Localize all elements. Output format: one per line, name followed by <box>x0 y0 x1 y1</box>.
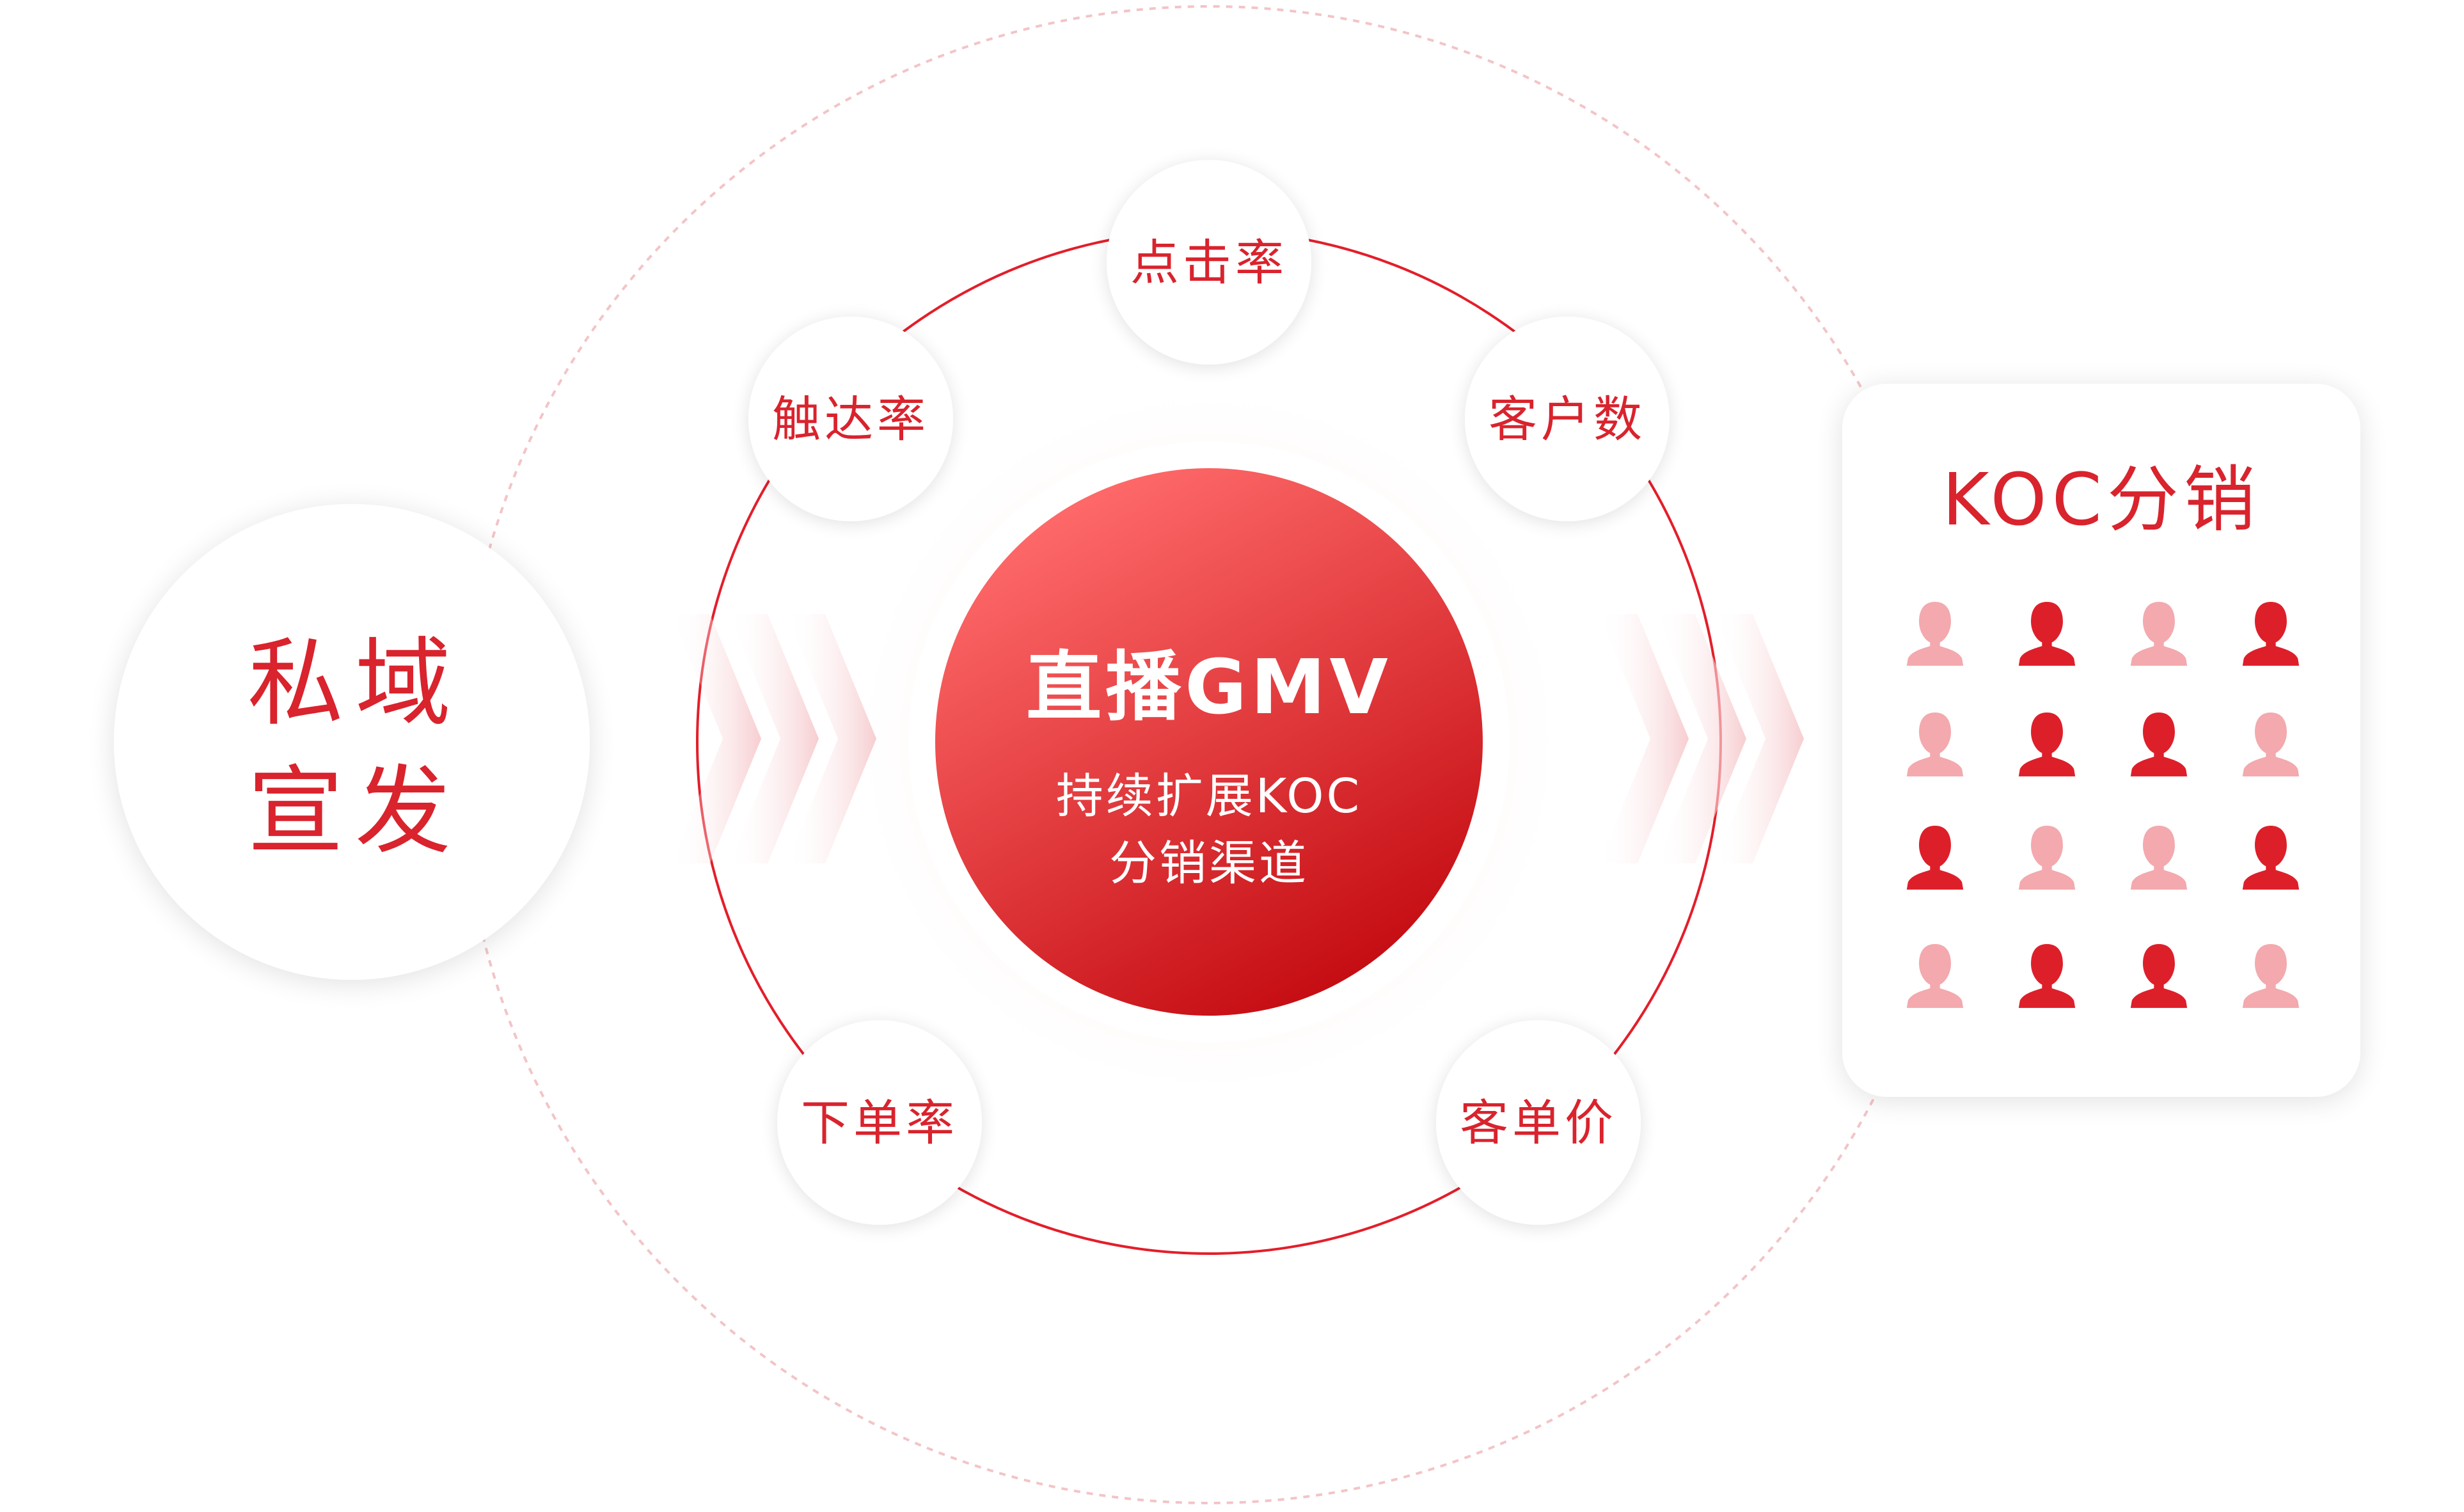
center-node <box>935 468 1483 1016</box>
metric-click-rate: 点击率 <box>1107 160 1311 365</box>
center-subtitle-line2: 分销渠道 <box>1109 836 1309 891</box>
source-node <box>114 504 590 980</box>
metric-customer-count: 客户数 <box>1465 317 1670 521</box>
chevron-right-icon <box>729 614 819 863</box>
chevron-right-icon <box>787 614 876 863</box>
center-subtitle-line1: 持续扩展KOC <box>1056 769 1362 824</box>
chevron-right-icon <box>672 614 761 863</box>
metric-label: 客户数 <box>1489 391 1646 448</box>
source-label-line1: 私域 <box>248 628 462 739</box>
metric-label: 点击率 <box>1130 234 1288 291</box>
left-flow-chevrons <box>672 614 876 863</box>
chevron-right-icon <box>1599 614 1689 863</box>
source-label-line2: 宣发 <box>248 756 462 867</box>
chevron-right-icon <box>1714 614 1804 863</box>
metric-avg-order-value: 客单价 <box>1436 1020 1641 1225</box>
metric-label: 客单价 <box>1460 1094 1617 1151</box>
distribution-title: KOC分销 <box>1942 459 2261 542</box>
distribution-card: KOC分销 <box>1842 384 2360 1097</box>
right-flow-chevrons <box>1599 614 1804 863</box>
metric-order-rate: 下单率 <box>777 1020 982 1225</box>
chevron-right-icon <box>1657 614 1746 863</box>
center-title: 直播GMV <box>1026 643 1392 731</box>
metric-reach-rate: 触达率 <box>748 317 953 521</box>
metric-label: 下单率 <box>801 1094 958 1151</box>
metric-label: 触达率 <box>772 391 929 448</box>
